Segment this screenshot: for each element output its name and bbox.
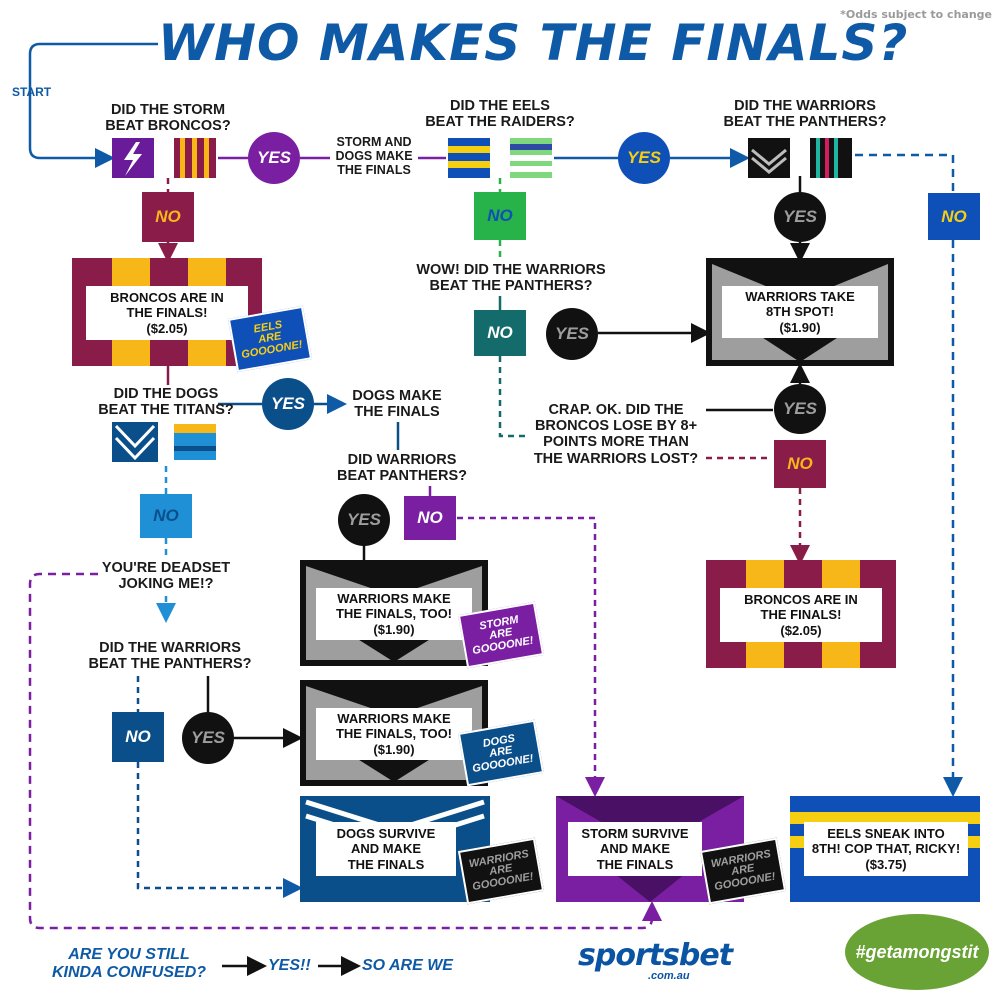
no-box-warriors-3: NO [112,712,164,762]
outcome-dogs-survive: DOGS SURVIVE AND MAKE THE FINALS [316,822,456,876]
yes-circle-wow: YES [546,308,598,360]
outcome-broncos-in-1: BRONCOS ARE IN THE FINALS! ($2.05) [86,286,248,340]
question-crap-ok: CRAP. OK. DID THE BRONCOS LOSE BY 8+ POI… [533,402,699,467]
no-box-storm: NO [142,192,194,242]
question-wow-warriors: WOW! DID THE WARRIORS BEAT THE PANTHERS? [416,262,606,295]
question-warriors-panthers: DID THE WARRIORS BEAT THE PANTHERS? [723,98,887,131]
no-box-wow: NO [474,310,526,356]
no-box-crap: NO [774,440,826,488]
question-eels-raiders: DID THE EELS BEAT THE RAIDERS? [425,98,575,131]
sportsbet-logo: sportsbet [578,938,733,973]
hashtag-badge: #getamongstit [845,914,989,990]
question-dogs-titans: DID THE DOGS BEAT THE TITANS? [98,386,234,419]
outcome-eels-sneak: EELS SNEAK INTO 8TH! COP THAT, RICKY! ($… [804,822,968,876]
outcome-warriors-too-2: WARRIORS MAKE THE FINALS, TOO! ($1.90) [316,708,472,760]
start-connector [28,42,158,168]
no-box-dogs: NO [140,494,192,538]
label-storm-dogs-make: STORM AND DOGS MAKE THE FINALS [335,135,413,177]
footer-so-are-we: SO ARE WE [362,957,453,974]
yes-circle-warriors: YES [774,192,826,242]
page-title: WHO MAKES THE FINALS? [158,14,909,72]
yes-circle-eels: YES [618,132,670,184]
no-box-eels: NO [474,192,526,240]
outcome-broncos-in-2: BRONCOS ARE IN THE FINALS! ($2.05) [720,588,882,642]
question-deadset: YOU'RE DEADSET JOKING ME!? [101,560,231,593]
outcome-warriors-8th: WARRIORS TAKE 8TH SPOT! ($1.90) [722,286,878,338]
footer-confused: ARE YOU STILL KINDA CONFUSED? [51,946,207,981]
question-warriors-panthers-2: DID THE WARRIORS BEAT THE PANTHERS? [88,640,252,673]
no-box-warriors: NO [928,193,980,240]
yes-circle-warriors-2: YES [338,494,390,546]
outcome-storm-survive: STORM SURVIVE AND MAKE THE FINALS [568,822,702,876]
start-label: START [12,85,52,99]
odds-note: *Odds subject to change [840,8,992,21]
question-warriors-beat-panthers: DID WARRIORS BEAT PANTHERS? [337,452,467,485]
no-box-warriors-2: NO [404,496,456,540]
question-storm-broncos: DID THE STORM BEAT BRONCOS? [105,102,231,135]
footer-yes: YES!! [268,957,311,974]
sportsbet-domain: .com.au [648,970,690,982]
yes-circle-storm: YES [248,132,300,184]
yes-circle-dogs: YES [262,378,314,430]
yes-circle-crap: YES [774,384,826,434]
outcome-warriors-too-1: WARRIORS MAKE THE FINALS, TOO! ($1.90) [316,588,472,640]
yes-circle-warriors-3: YES [182,712,234,764]
label-dogs-make: DOGS MAKE THE FINALS [352,388,442,421]
